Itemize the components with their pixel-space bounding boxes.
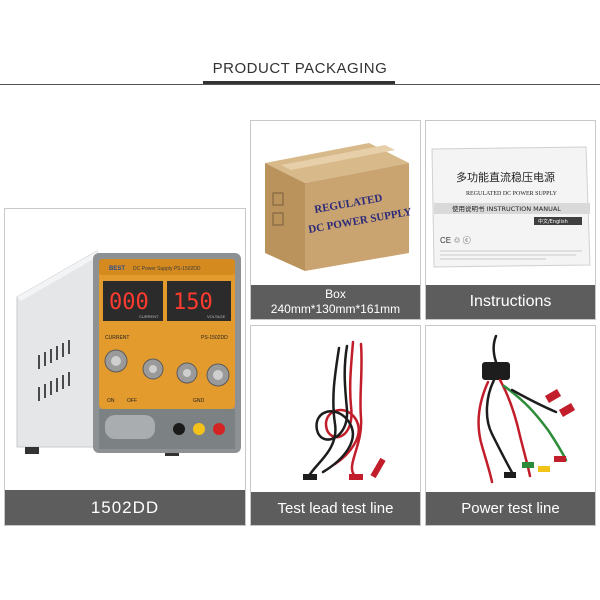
switch-on-label: ON: [107, 398, 115, 404]
switch-off-label: OFF: [127, 398, 137, 404]
voltage-display-label: VOLTAGE: [207, 314, 226, 319]
caption-manual: Instructions: [426, 285, 595, 319]
manual-title-cn: 多功能直流稳压电源: [456, 170, 555, 184]
knob-label-current: CURRENT: [105, 335, 129, 341]
product-card-manual[interactable]: 多功能直流稳压电源 REGULATED DC POWER SUPPLY 使用说明…: [425, 120, 596, 320]
caption-box: Box 240mm*130mm*161mm: [251, 285, 420, 319]
current-display: 000: [109, 290, 149, 315]
product-card-box[interactable]: REGULATED DC POWER SUPPLY Box 240mm*130m…: [250, 120, 421, 320]
header-divider: [0, 84, 600, 85]
vent-slots: [38, 340, 70, 401]
product-card-power-line[interactable]: Power test line: [425, 325, 596, 526]
terminal-ground[interactable]: [193, 423, 205, 435]
panel-brand: BEST: [109, 266, 125, 272]
terminal-negative[interactable]: [173, 423, 185, 435]
page-title: PRODUCT PACKAGING: [212, 60, 388, 77]
gnd-label: GND: [193, 398, 205, 404]
manual-subtitle: 使用说明书 INSTRUCTION MANUAL: [452, 204, 561, 213]
power-switch[interactable]: [105, 415, 155, 439]
manual-photo: 多功能直流稳压电源 REGULATED DC POWER SUPPLY 使用说明…: [426, 121, 595, 287]
caption-power-supply: 1502DD: [5, 490, 245, 525]
manual-lang-tag: 中文/English: [538, 218, 568, 225]
caption-power-line: Power test line: [426, 492, 595, 525]
product-card-test-lead[interactable]: Test lead test line: [250, 325, 421, 526]
caption-box-dimensions: 240mm*130mm*161mm: [270, 302, 401, 316]
power-line-photo: [426, 326, 595, 494]
voltage-display: 150: [173, 290, 213, 315]
terminal-positive[interactable]: [213, 423, 225, 435]
caption-box-title: Box: [325, 287, 346, 301]
caption-test-lead: Test lead test line: [251, 492, 420, 525]
title-underline: [203, 81, 395, 84]
product-card-power-supply[interactable]: BEST DC Power Supply PS-1502DD 000 150 C…: [4, 208, 246, 526]
model-badge: PS-1502DD: [201, 335, 228, 341]
test-lead-photo: [251, 326, 420, 494]
box-photo: REGULATED DC POWER SUPPLY: [251, 121, 420, 287]
panel-title: DC Power Supply PS-1502DD: [133, 266, 201, 272]
current-display-label: CURRENT: [139, 314, 159, 319]
power-supply-photo: BEST DC Power Supply PS-1502DD 000 150 C…: [5, 209, 245, 492]
ce-mark-icon: CE ♲ ⓒ: [440, 236, 471, 245]
manual-title-en: REGULATED DC POWER SUPPLY: [466, 191, 558, 197]
